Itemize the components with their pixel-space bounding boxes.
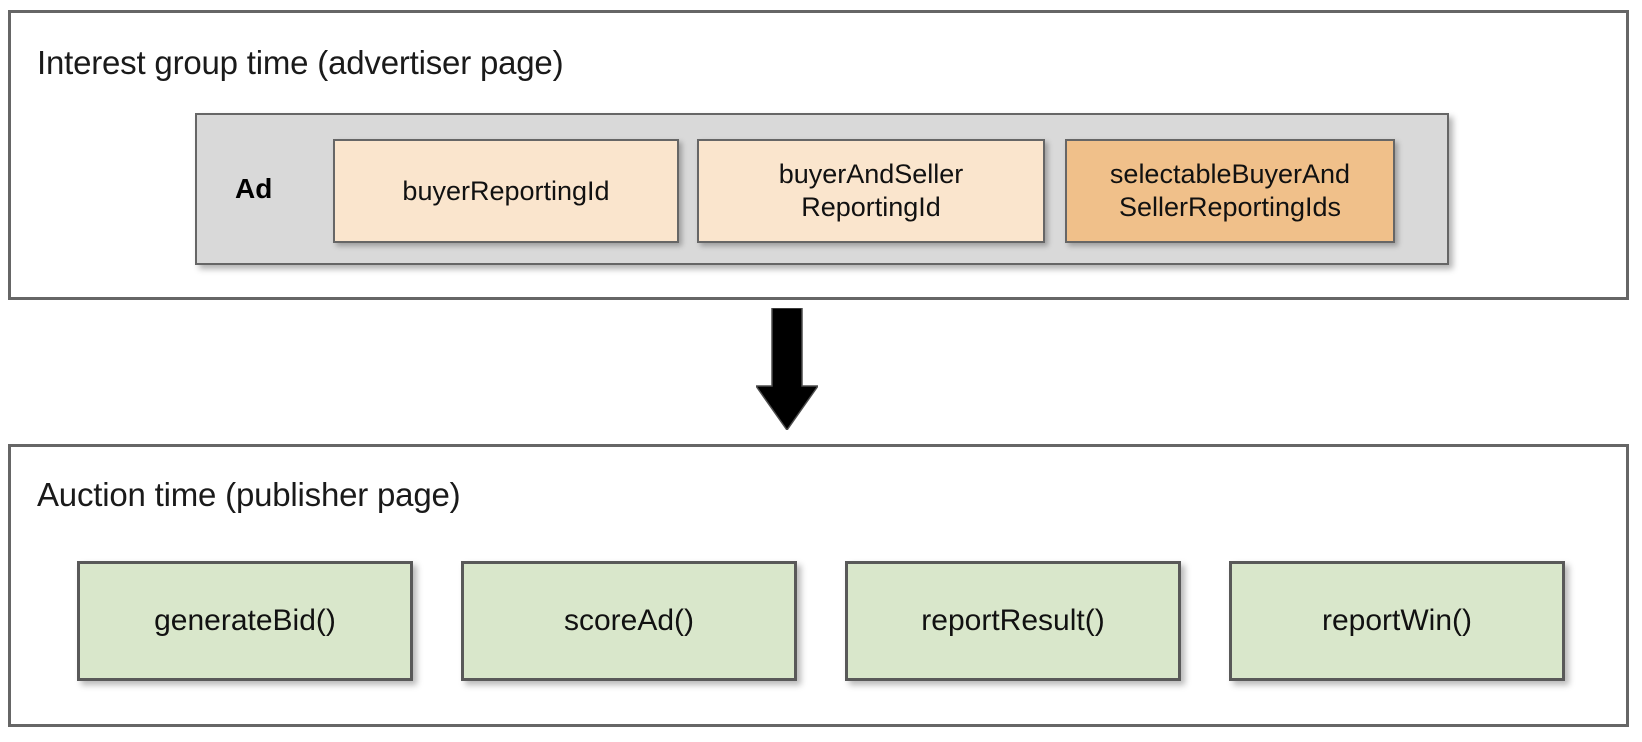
reporting-id-label-line1: buyerAndSeller bbox=[778, 159, 964, 189]
reporting-id-label-line2: ReportingId bbox=[801, 192, 941, 222]
reporting-id-box-buyer-reporting-id: buyerReportingId bbox=[333, 139, 679, 243]
ad-group-container: Ad buyerReportingId buyerAndSeller Repor… bbox=[195, 113, 1449, 265]
function-box-generate-bid: generateBid() bbox=[77, 561, 413, 681]
function-label: reportResult() bbox=[921, 604, 1105, 637]
auction-panel-title: Auction time (publisher page) bbox=[37, 476, 461, 513]
advertiser-panel-title: Interest group time (advertiser page) bbox=[37, 44, 564, 81]
reporting-id-label-line2: SellerReportingIds bbox=[1118, 192, 1342, 222]
ad-label: Ad bbox=[235, 173, 273, 204]
reporting-id-label: buyerAndSeller ReportingId bbox=[779, 158, 964, 224]
function-box-score-ad: scoreAd() bbox=[461, 561, 797, 681]
arrow-down-icon bbox=[756, 308, 818, 430]
advertiser-panel: Interest group time (advertiser page) Ad… bbox=[8, 10, 1629, 300]
function-box-report-win: reportWin() bbox=[1229, 561, 1565, 681]
function-box-report-result: reportResult() bbox=[845, 561, 1181, 681]
reporting-id-box-selectable-buyer-and-seller-reporting-ids: selectableBuyerAnd SellerReportingIds bbox=[1065, 139, 1395, 243]
auction-panel: Auction time (publisher page) generateBi… bbox=[8, 444, 1629, 727]
reporting-id-label-line1: selectableBuyerAnd bbox=[1109, 159, 1351, 189]
reporting-id-label: buyerReportingId bbox=[402, 175, 610, 206]
function-label: scoreAd() bbox=[563, 604, 695, 637]
function-label: reportWin() bbox=[1321, 604, 1472, 637]
reporting-id-label: selectableBuyerAnd SellerReportingIds bbox=[1110, 158, 1350, 224]
function-label: generateBid() bbox=[154, 604, 336, 637]
reporting-id-box-buyer-and-seller-reporting-id: buyerAndSeller ReportingId bbox=[697, 139, 1045, 243]
